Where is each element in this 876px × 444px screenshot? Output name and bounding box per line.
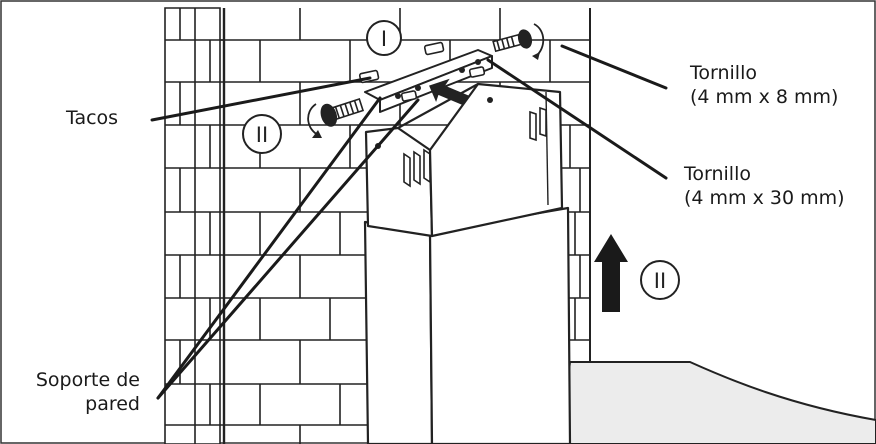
leader-bracket-a (156, 96, 382, 400)
up-arrow-icon (594, 234, 628, 312)
leader-screw-small (560, 44, 668, 90)
chimney-upper (364, 82, 564, 238)
step-marker-1: I (366, 20, 402, 56)
screw-small-icon (492, 29, 533, 53)
label-wall-bracket-line2: pared (85, 393, 140, 415)
leader-bracket-b (156, 98, 420, 400)
label-screw-small-line1: Tornillo (690, 62, 757, 84)
leader-screw-large (486, 58, 668, 180)
push-arrow-icon (429, 78, 470, 105)
label-plugs: Tacos (66, 107, 119, 129)
label-wall-bracket: Soporte de pared (8, 368, 140, 416)
step-marker-2-left: II (242, 114, 282, 154)
step-marker-1-text: I (381, 27, 387, 51)
label-screw-large-line2: (4 mm x 30 mm) (684, 187, 845, 209)
vent-slots (403, 106, 547, 188)
label-screw-large: Tornillo (4 mm x 30 mm) (684, 162, 845, 210)
leader-plugs (150, 76, 372, 122)
screw-large-icon (320, 98, 365, 127)
step-marker-2-right-text: II (654, 269, 666, 293)
leader-lines (150, 44, 668, 400)
label-screw-small: Tornillo (4 mm x 8 mm) (690, 61, 838, 109)
chimney-lower (363, 206, 572, 444)
label-wall-bracket-line1: Soporte de (35, 369, 140, 391)
rotation-arrowhead-left-icon (312, 130, 322, 138)
step-marker-2-left-text: II (256, 123, 268, 147)
label-screw-small-line2: (4 mm x 8 mm) (690, 86, 839, 108)
rotation-arrowhead-icon (532, 52, 540, 60)
step-marker-2-right: II (640, 260, 680, 300)
label-screw-large-line1: Tornillo (684, 163, 751, 185)
